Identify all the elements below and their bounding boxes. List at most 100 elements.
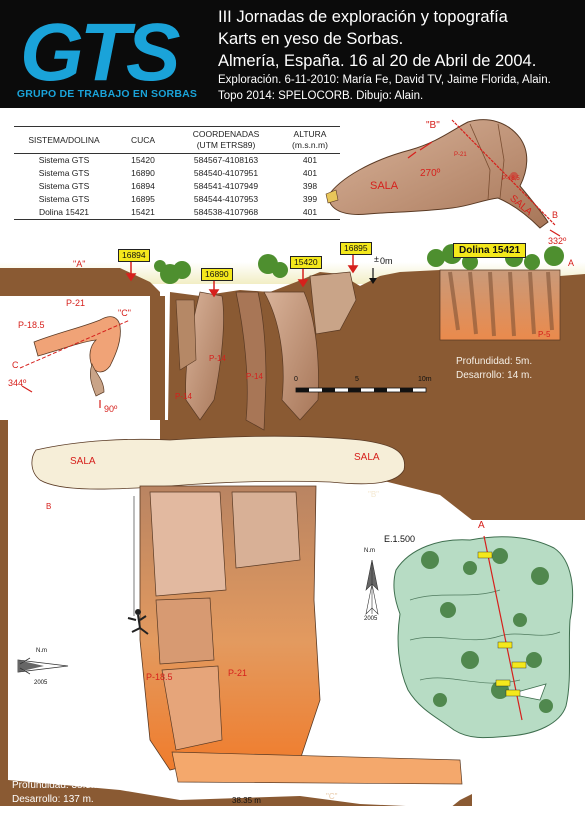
shaft-p14-b: P-14 <box>246 372 263 381</box>
title-line-3: Almería, España. 16 al 20 de Abril de 20… <box>218 52 537 70</box>
table-cell: 584540-4107951 <box>193 168 259 178</box>
sala-gallery <box>31 435 405 490</box>
table-cell: 16890 <box>131 168 155 178</box>
table-row: Sistema GTS 16890 584540-4107951 401 <box>14 167 340 180</box>
table-header-cell: ALTURA(m.s.n.m) <box>280 126 340 154</box>
north-arrow-icon <box>365 559 379 615</box>
table-header-cell: COORDENADAS(UTM ETRS89) <box>172 126 280 154</box>
datum-plus-minus: ± <box>374 254 379 264</box>
location-map <box>393 535 574 739</box>
north-label-map: N.m <box>364 548 375 554</box>
plan-angle-332: 332º <box>548 236 567 246</box>
north-year-map: 2005 <box>364 616 378 622</box>
table-row: Sistema GTS 16894 584541-4107949 398 <box>14 180 340 193</box>
scale-tick-5: 5 <box>355 376 359 383</box>
section-a-quote: "A" <box>73 259 86 269</box>
inset-angle-90: 90º <box>104 404 118 414</box>
datum-zero: 0m <box>380 256 393 266</box>
table-cell: 584541-4107949 <box>193 181 259 191</box>
logo-subtitle: GRUPO DE TRABAJO EN SORBAS <box>16 88 198 100</box>
dolina-length: Desarrollo: 14 m. <box>456 370 533 381</box>
table-cell: Sistema GTS <box>38 194 90 204</box>
trees <box>154 244 564 284</box>
plan-angle-270: 270º <box>420 168 441 179</box>
inset-p185: P-18.5 <box>18 320 45 330</box>
section-b: B <box>46 502 52 511</box>
entrance-tag-2: 16890 <box>201 268 233 281</box>
caver-figure <box>127 609 149 635</box>
table-row: Sistema GTS 16895 584544-4107953 399 <box>14 193 340 206</box>
table-header-cell: SISTEMA/DOLINA <box>14 126 114 154</box>
table-cell: Sistema GTS <box>38 155 90 165</box>
plan-p21: P-21 <box>454 152 467 158</box>
sector-name: SECTOR VIÑICAS <box>12 766 97 777</box>
credits-line-2: Topo 2014: SPELOCORB. Dibujo: Alain. <box>218 90 424 102</box>
plan-sala-1: SALA <box>370 180 399 192</box>
plan-p185: P-18,5 <box>502 176 520 182</box>
dolina-depth: Profundidad: 5m. <box>456 356 533 367</box>
dolina-block <box>439 269 561 341</box>
map-scale: E.1.500 <box>384 534 416 544</box>
map-a: A <box>478 520 485 531</box>
sector-length: Desarrollo: 137 m. <box>12 794 94 805</box>
table-cell: 584544-4107953 <box>193 194 259 204</box>
section-b-quote: "B" <box>368 490 380 499</box>
sector-depth: Profundidad: 38.5m. <box>12 780 103 791</box>
table-cell: Sistema GTS <box>38 181 90 191</box>
shaft-p14-a: P-14 <box>209 354 226 363</box>
datum-arrow <box>369 268 377 284</box>
table-cell: 15421 <box>114 206 172 220</box>
table-cell: 398 <box>302 181 318 191</box>
dolina-p5: P-5 <box>538 330 551 339</box>
sala-right-label: SALA <box>354 452 380 463</box>
scale-bar <box>295 387 427 393</box>
entrance-arrows <box>125 254 359 298</box>
plan-view-top <box>325 119 561 237</box>
header-banner: GTS GRUPO DE TRABAJO EN SORBAS III Jorna… <box>0 0 585 108</box>
table-cell: 584538-4107968 <box>172 206 280 220</box>
gts-logo: GTS GRUPO DE TRABAJO EN SORBAS <box>14 8 200 102</box>
table-cell: Dolina 15421 <box>14 206 114 220</box>
table-cell: 401 <box>302 168 318 178</box>
north-year-section: 2005 <box>34 680 48 686</box>
table-cell: Sistema GTS <box>38 168 90 178</box>
table-row: Sistema GTS 15420 584567-4108163 401 <box>14 154 340 168</box>
inset-p21: P-21 <box>66 298 86 308</box>
inset-c: C <box>12 360 19 370</box>
north-label-section: N.m <box>36 648 47 654</box>
scale-tick-0: 0 <box>294 376 298 383</box>
shaft-p21: P-21 <box>228 668 248 678</box>
title-line-1: III Jornadas de exploración y topografía <box>218 8 508 26</box>
sala-left-label: SALA <box>70 456 96 467</box>
table-cell: 584567-4108163 <box>193 155 259 165</box>
table-cell: 401 <box>280 206 340 220</box>
shaft-p185: P-18.5 <box>146 672 173 682</box>
inset-c-quote: "C" <box>118 308 131 318</box>
entrance-tag-1: 16894 <box>118 249 150 262</box>
table-cell: 16894 <box>131 181 155 191</box>
table-cell: 16895 <box>131 194 155 204</box>
plan-b-quote: "B" <box>426 120 440 131</box>
dolina-tag: Dolina 15421 <box>453 243 527 258</box>
table-header-cell: CUCA <box>114 126 172 154</box>
north-arrow-icon-section <box>17 657 69 675</box>
entrance-tag-3: 15420 <box>290 256 322 269</box>
table-cell: 401 <box>302 155 318 165</box>
shaft-p14-c: P-14 <box>175 392 192 401</box>
section-a: A <box>568 258 575 268</box>
main-shaft <box>133 485 463 785</box>
table-cell: 399 <box>302 194 318 204</box>
title-line-2: Karts en yeso de Sorbas. <box>218 30 404 48</box>
credits-line-1: Exploración. 6-11-2010: María Fe, David … <box>218 74 551 86</box>
inset-angle-344: 344º <box>8 378 27 388</box>
scale-tick-10: 10m <box>418 376 432 383</box>
table-cell: 15420 <box>131 155 155 165</box>
inset-plan-c <box>19 316 131 408</box>
section-c-quote: "C" <box>326 792 338 801</box>
